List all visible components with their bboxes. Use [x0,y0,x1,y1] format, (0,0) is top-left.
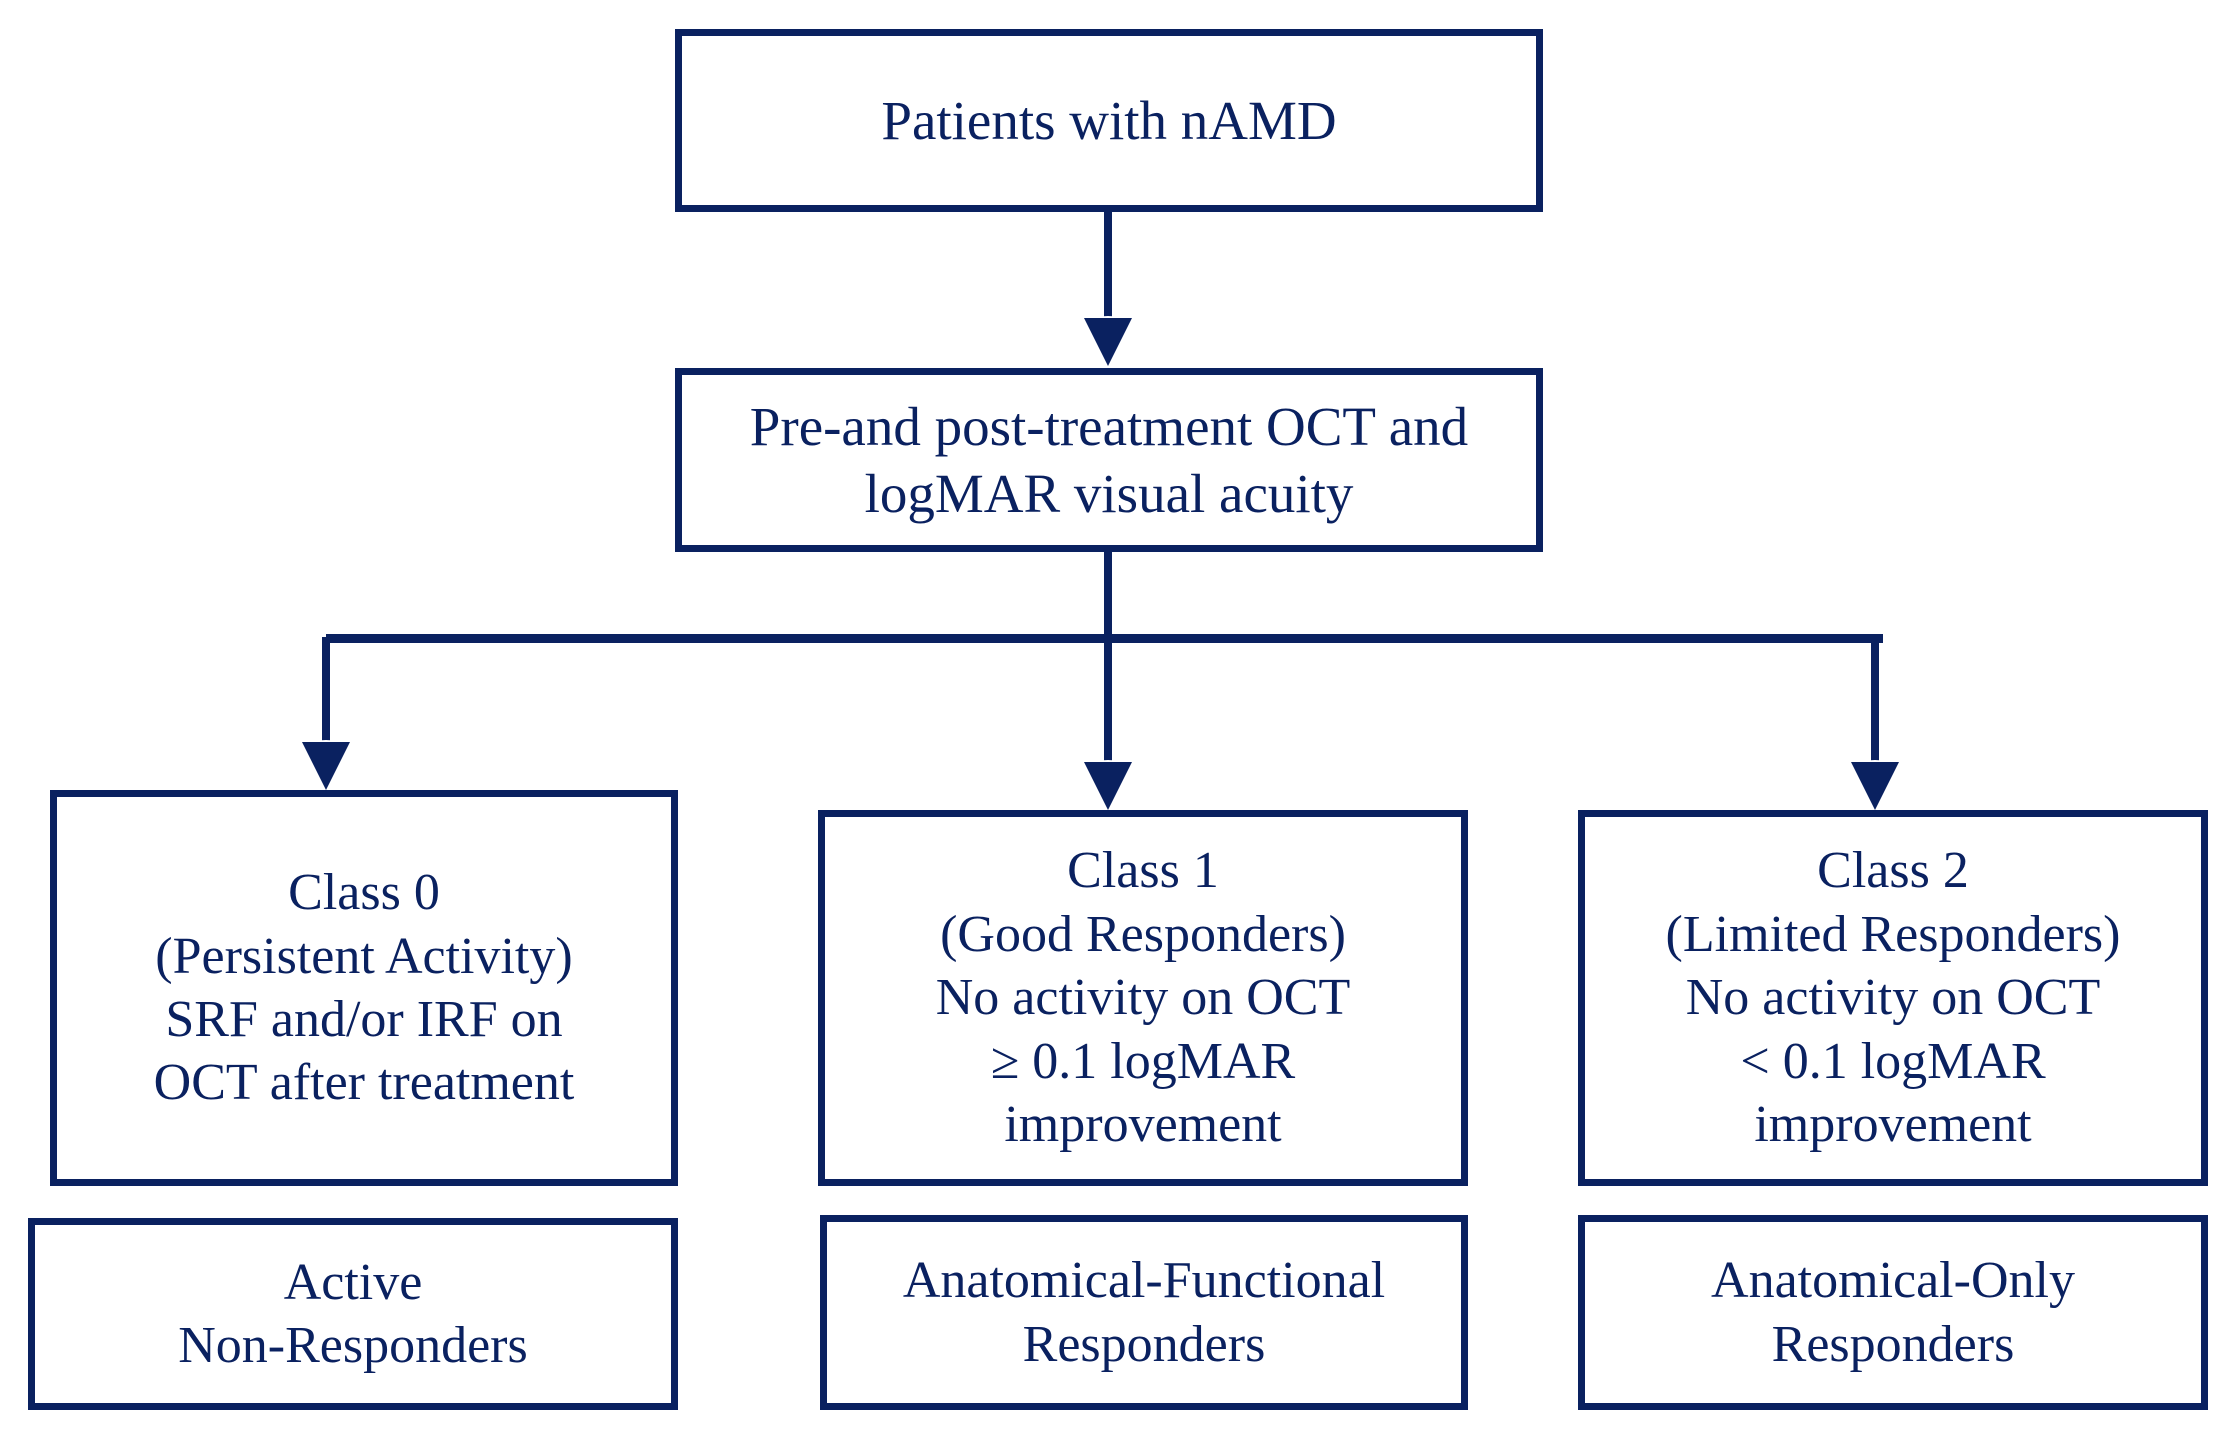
node-outcome-anatomical-functional-responders-label: Anatomical-Functional Responders [902,1252,1386,1373]
node-class-0-label: Class 0 (Persistent Activity) SRF and/or… [153,864,575,1112]
node-outcome-anatomical-functional-responders: Anatomical-Functional Responders [820,1215,1468,1410]
node-class-0-persistent-activity: Class 0 (Persistent Activity) SRF and/or… [50,790,678,1186]
node-pre-and-post-treatment-assessment: Pre-and post-treatment OCT and logMAR vi… [675,368,1543,552]
arrow-down-icon-bus-to-class1 [1084,762,1132,810]
node-outcome-anatomical-only-responders: Anatomical-Only Responders [1578,1215,2208,1410]
connector-bus-to-class1-line [1104,637,1112,775]
node-class-1-good-responders: Class 1 (Good Responders) No activity on… [818,810,1468,1186]
connector-bus-to-class2-line [1871,637,1879,775]
node-patients-with-namd-label: Patients with nAMD [881,89,1337,151]
arrow-down-icon-bus-to-class2 [1851,762,1899,810]
connector-assessment-to-bus-line [1104,551,1112,643]
node-class-2-label: Class 2 (Limited Responders) No activity… [1665,842,2121,1154]
node-outcome-active-non-responders-label: Active Non-Responders [178,1253,528,1374]
arrow-down-icon-bus-to-class0 [302,742,350,790]
node-patients-with-namd: Patients with nAMD [675,29,1543,212]
node-outcome-anatomical-only-responders-label: Anatomical-Only Responders [1711,1252,2075,1373]
node-outcome-active-non-responders: Active Non-Responders [28,1218,678,1410]
node-class-2-limited-responders: Class 2 (Limited Responders) No activity… [1578,810,2208,1186]
connector-root-to-assessment-line [1104,211,1112,351]
arrow-down-icon-root-to-assessment [1084,318,1132,366]
connector-bus-to-class0-line [322,637,330,755]
node-pre-and-post-treatment-assessment-label: Pre-and post-treatment OCT and logMAR vi… [749,395,1469,524]
node-class-1-label: Class 1 (Good Responders) No activity on… [935,842,1351,1154]
